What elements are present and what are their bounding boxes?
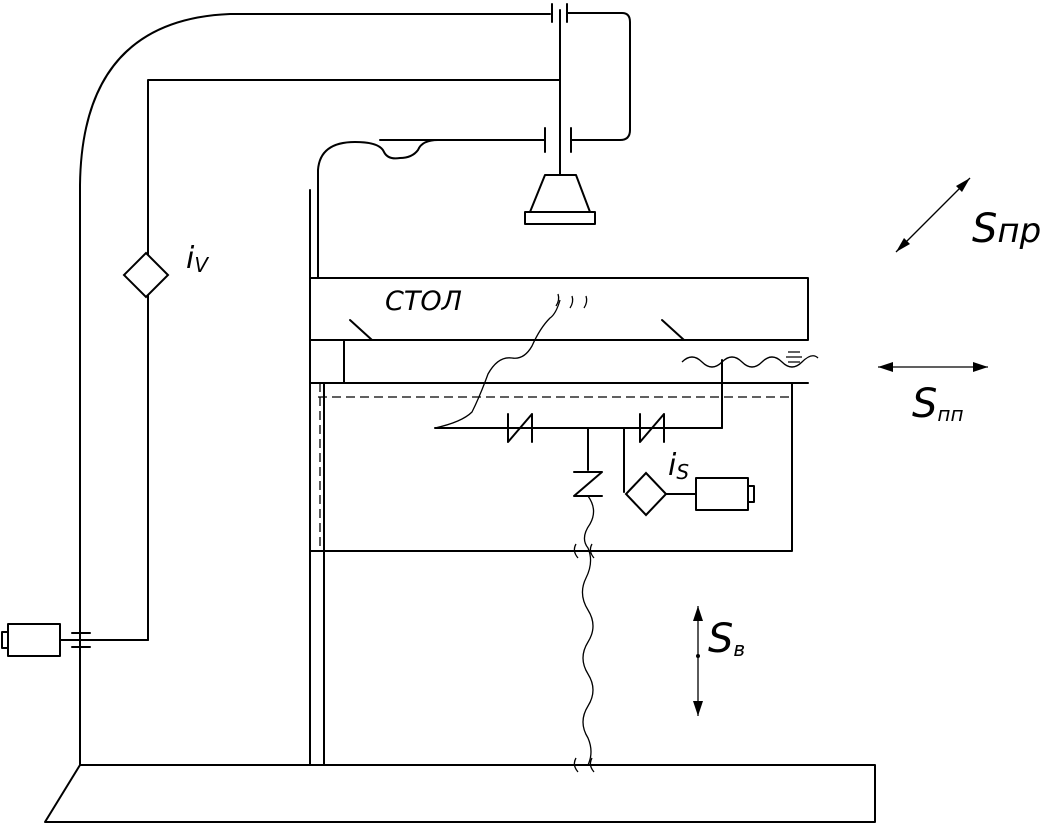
speed-ratio-label: iV <box>186 241 209 277</box>
longitudinal-feed-arrowhead-left <box>878 362 893 372</box>
lead-screw-break-lower <box>573 757 595 773</box>
speed-ratio-sub: V <box>194 253 209 277</box>
vertical-feed-sub: в <box>733 637 745 661</box>
saddle-block <box>309 339 345 384</box>
cross-feed-arrowhead-down <box>896 238 910 252</box>
table-label: СТОЛ <box>385 286 462 317</box>
cross-feed-sub: пр <box>997 211 1041 251</box>
overarm-front-profile <box>317 139 546 279</box>
cross-feed-arrow <box>895 177 971 253</box>
feed-ratio-sub: S <box>676 460 689 484</box>
feed-clutch-right <box>639 413 665 443</box>
lead-screw-bearing <box>786 351 802 363</box>
main-motor-coupling <box>71 632 91 648</box>
vertical-feed-arrowhead-up <box>693 606 703 621</box>
vertical-feed-arrowhead-down <box>693 701 703 716</box>
feed-clutch-left <box>507 413 533 443</box>
vertical-feed-clutch <box>573 471 603 497</box>
feed-ratio-label: iS <box>668 448 689 484</box>
speed-gearbox-iv <box>122 251 170 299</box>
column-inner-contour <box>147 79 561 641</box>
spindle-head <box>529 174 591 213</box>
milling-cutter <box>524 211 596 225</box>
machine-base <box>44 764 876 823</box>
table-t-slot-left <box>349 319 373 341</box>
speed-ratio-main: i <box>186 241 195 276</box>
main-motor <box>7 623 61 657</box>
feed-motor-end <box>747 485 755 503</box>
lead-screw-break-upper <box>573 543 595 559</box>
longitudinal-lead-screw <box>681 355 819 368</box>
vertical-feed-arrow-midpoint <box>696 654 700 658</box>
chip-marks <box>555 293 588 309</box>
feed-gearbox-is <box>624 471 668 517</box>
table-body <box>309 277 809 341</box>
longitudinal-feed-label: Sпп <box>912 381 964 427</box>
spindle-coupling-upper <box>551 3 631 141</box>
longitudinal-feed-sub: пп <box>937 402 963 426</box>
table-t-slot-right <box>661 319 685 341</box>
flexible-feed-shaft <box>434 299 561 429</box>
vertical-lead-screw <box>581 495 595 766</box>
vertical-feed-main: S <box>708 616 733 662</box>
column-outer-contour <box>79 13 551 766</box>
cross-feed-label: Sпр <box>972 206 1041 252</box>
main-motor-end <box>1 631 9 649</box>
feed-motor <box>695 477 749 511</box>
longitudinal-feed-main: S <box>912 381 937 427</box>
cross-feed-arrowhead-up <box>956 178 970 192</box>
feed-ratio-main: i <box>668 448 677 483</box>
knee-body <box>309 382 793 766</box>
longitudinal-feed-arrowhead-right <box>973 362 988 372</box>
cross-feed-main: S <box>972 206 997 252</box>
vertical-feed-label: Sв <box>708 616 745 662</box>
